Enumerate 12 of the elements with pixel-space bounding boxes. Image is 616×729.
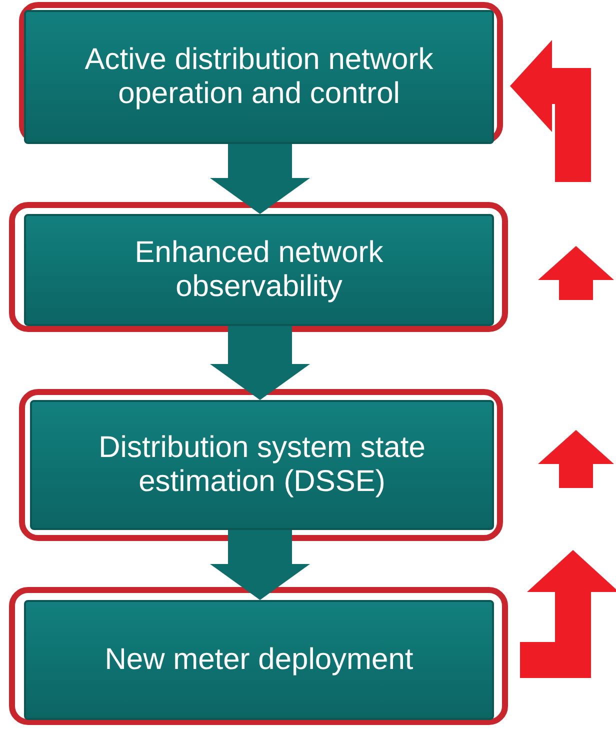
process-box: [24, 600, 494, 720]
box-label: Distribution system state estimation (DSSE): [98, 431, 426, 499]
box-label: Active distribution network operation and control: [84, 43, 434, 111]
arrow: [210, 326, 310, 400]
process-box: [30, 400, 494, 530]
box-label: Enhanced network observability: [134, 236, 384, 304]
process-box: [24, 10, 494, 144]
arrow: [210, 530, 310, 600]
process-box: [24, 214, 494, 326]
arrow: [210, 144, 310, 214]
arrow: [510, 40, 591, 182]
box-label: New meter deployment: [104, 643, 414, 677]
